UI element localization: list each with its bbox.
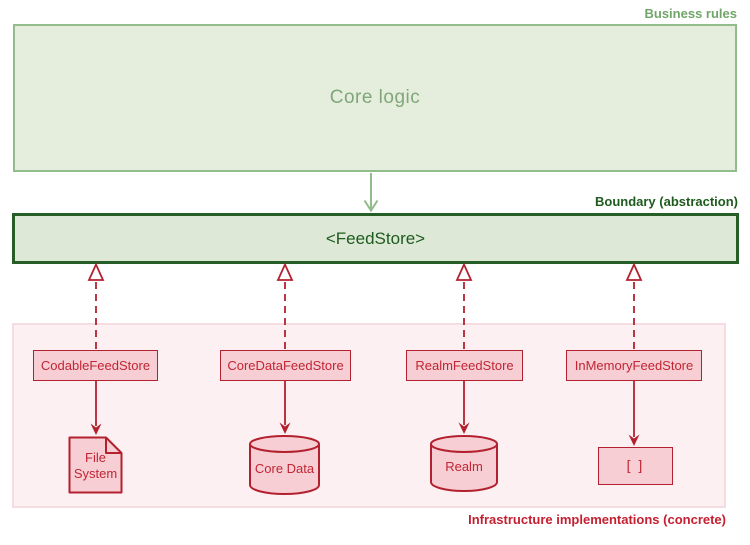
infrastructure-label: Infrastructure implementations (concrete… bbox=[468, 512, 726, 527]
core-logic-title: Core logic bbox=[329, 87, 421, 108]
database-cylinder-icon bbox=[430, 435, 498, 492]
core-logic-box: Core logic bbox=[13, 24, 737, 172]
coredata-feedstore-box: CoreDataFeedStore bbox=[220, 350, 351, 381]
green-arrow-icon bbox=[363, 173, 379, 213]
inmemory-feedstore-label: InMemoryFeedStore bbox=[574, 358, 694, 373]
business-rules-label: Business rules bbox=[644, 6, 738, 21]
codable-feedstore-box: CodableFeedStore bbox=[33, 350, 158, 381]
in-memory-array-label: [ ] bbox=[626, 457, 645, 474]
in-memory-array-shape: [ ] bbox=[598, 447, 673, 485]
database-cylinder-icon bbox=[249, 435, 320, 495]
coredata-feedstore-label: CoreDataFeedStore bbox=[227, 358, 344, 373]
realm-feedstore-box: RealmFeedStore bbox=[406, 350, 523, 381]
realm-feedstore-label: RealmFeedStore bbox=[415, 358, 514, 373]
codable-feedstore-label: CodableFeedStore bbox=[40, 358, 151, 373]
boundary-abstraction-label: Boundary (abstraction) bbox=[594, 194, 738, 209]
feedstore-title: <FeedStore> bbox=[325, 228, 426, 248]
inmemory-feedstore-box: InMemoryFeedStore bbox=[566, 350, 702, 381]
realm-shape: Realm bbox=[430, 435, 498, 492]
feedstore-boundary-box: <FeedStore> bbox=[12, 213, 739, 264]
core-data-shape: Core Data bbox=[249, 435, 320, 495]
file-system-shape: File System bbox=[68, 436, 123, 494]
document-icon bbox=[68, 436, 123, 494]
